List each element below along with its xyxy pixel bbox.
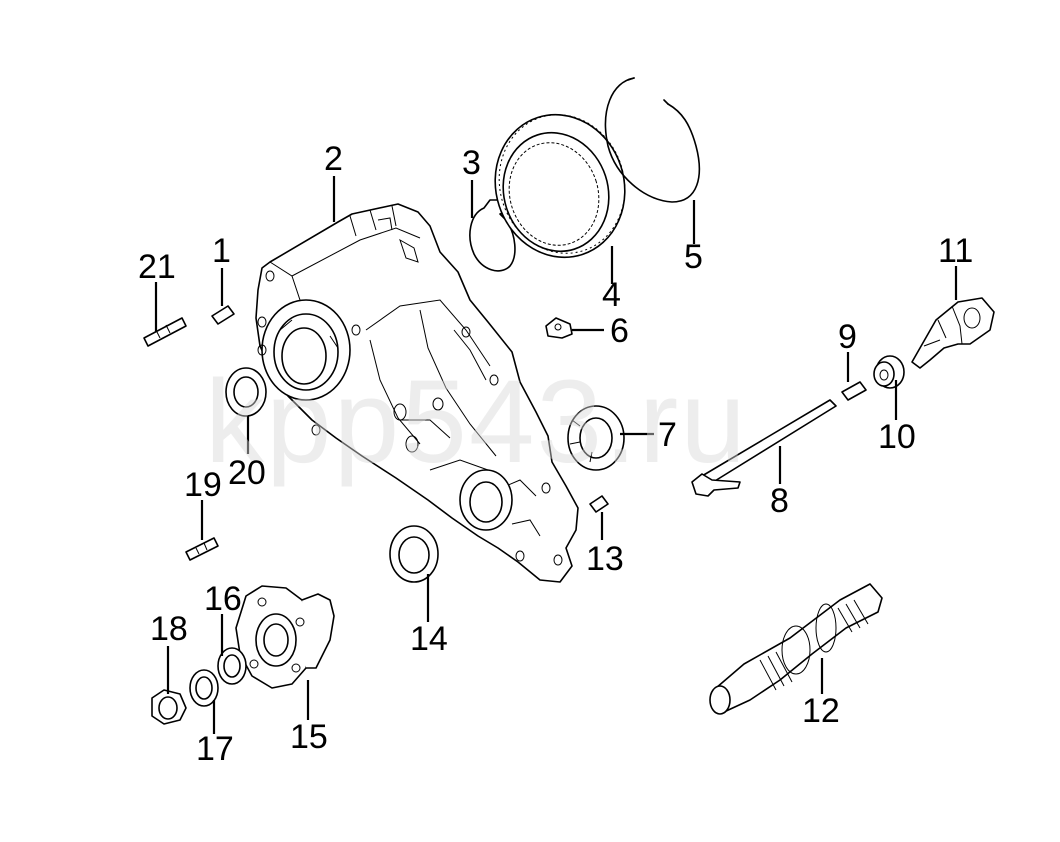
callout-21: 21 [138,248,176,286]
part-10-collar [873,355,905,389]
part-20-seal [225,367,267,417]
callout-17: 17 [196,730,234,768]
part-9-pin [841,381,867,401]
callout-12: 12 [802,692,840,730]
callout-labels: 1 2 3 4 5 6 7 8 9 10 11 12 13 14 15 16 1… [138,140,973,768]
callout-18: 18 [150,610,188,648]
callout-2: 2 [324,140,343,178]
watermark-text: kpp543.ru [205,356,748,488]
callout-14: 14 [410,620,448,658]
leader-lines [154,176,958,734]
callout-13: 13 [586,540,624,578]
callout-20: 20 [228,454,266,492]
callout-16: 16 [204,580,242,618]
callout-7: 7 [658,416,677,454]
callout-10: 10 [878,418,916,456]
callout-4: 4 [602,276,621,314]
callout-9: 9 [838,318,857,356]
callout-19: 19 [184,466,222,504]
callout-8: 8 [770,482,789,520]
part-21-stud [143,317,187,347]
callout-15: 15 [290,718,328,756]
part-18-nut [151,689,187,725]
callout-3: 3 [462,144,481,182]
part-13-dowel [589,495,609,513]
part-14-seal [389,525,439,583]
callout-11: 11 [938,232,973,270]
part-2-transfer-case-housing [255,203,579,583]
part-15-companion-flange [235,585,335,689]
callout-5: 5 [684,238,703,276]
part-7-seal [567,405,625,471]
part-5-snap-ring [604,77,701,203]
part-1-dowel [211,305,235,325]
part-11-shift-fork [911,297,995,369]
part-19-stud [185,537,219,561]
part-12-output-shaft [709,583,883,715]
part-4-ring-gear [494,113,626,259]
part-16-washer [217,647,247,685]
part-17-washer [189,669,219,707]
part-6-clip [545,317,573,339]
callout-1: 1 [212,232,231,270]
part-8-shift-rod [691,399,837,497]
callout-6: 6 [610,312,629,350]
